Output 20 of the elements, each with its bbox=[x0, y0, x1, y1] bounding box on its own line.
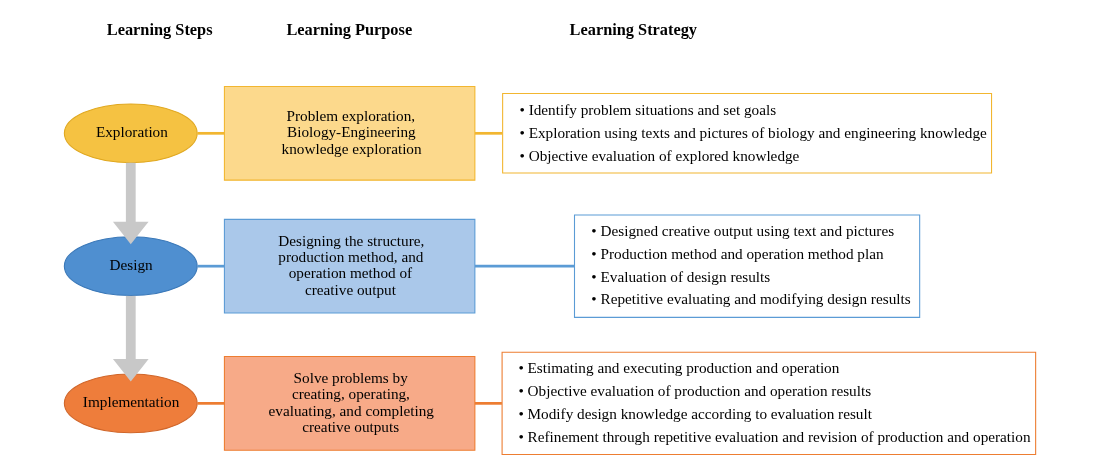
label: Learning Purpose bbox=[286, 19, 413, 39]
node-box: • Estimating and executing production and operation • Objective evaluation of production and operation results • Modify design knowledge according to evaluation result • Refinement through repetitive evaluation and revision of production and operation bbox=[501, 351, 1037, 456]
label: Learning Steps bbox=[106, 19, 213, 39]
connector bbox=[197, 264, 225, 268]
connector bbox=[474, 402, 502, 405]
arrow bbox=[112, 295, 149, 382]
node-ellipse: Implementation bbox=[63, 373, 198, 434]
connector bbox=[197, 402, 225, 405]
node-box: • Designed creative output using text and pictures • Production method and operation method plan • Evaluation of design results • Repetitive evaluating and modifying design results bbox=[573, 214, 921, 318]
node-box: Solve problems by creating, operating, evaluating, and completing creative outputs bbox=[223, 356, 476, 451]
connector bbox=[197, 131, 225, 135]
connector bbox=[475, 131, 503, 135]
node-box: Designing the structure, production method, and operation method of creative output bbox=[223, 218, 476, 314]
node-ellipse: Exploration bbox=[63, 103, 198, 164]
label: Learning Strategy bbox=[569, 19, 698, 39]
node-ellipse: Design bbox=[63, 236, 198, 297]
node-box: Problem exploration, Biology-Engineering knowledge exploration bbox=[223, 85, 476, 181]
arrow bbox=[112, 162, 149, 245]
connector bbox=[475, 264, 575, 268]
node-box: • Identify problem situations and set goals • Exploration using texts and pictures of biology and engineering knowledge • Objective evaluation of explored knowledge bbox=[502, 93, 993, 174]
